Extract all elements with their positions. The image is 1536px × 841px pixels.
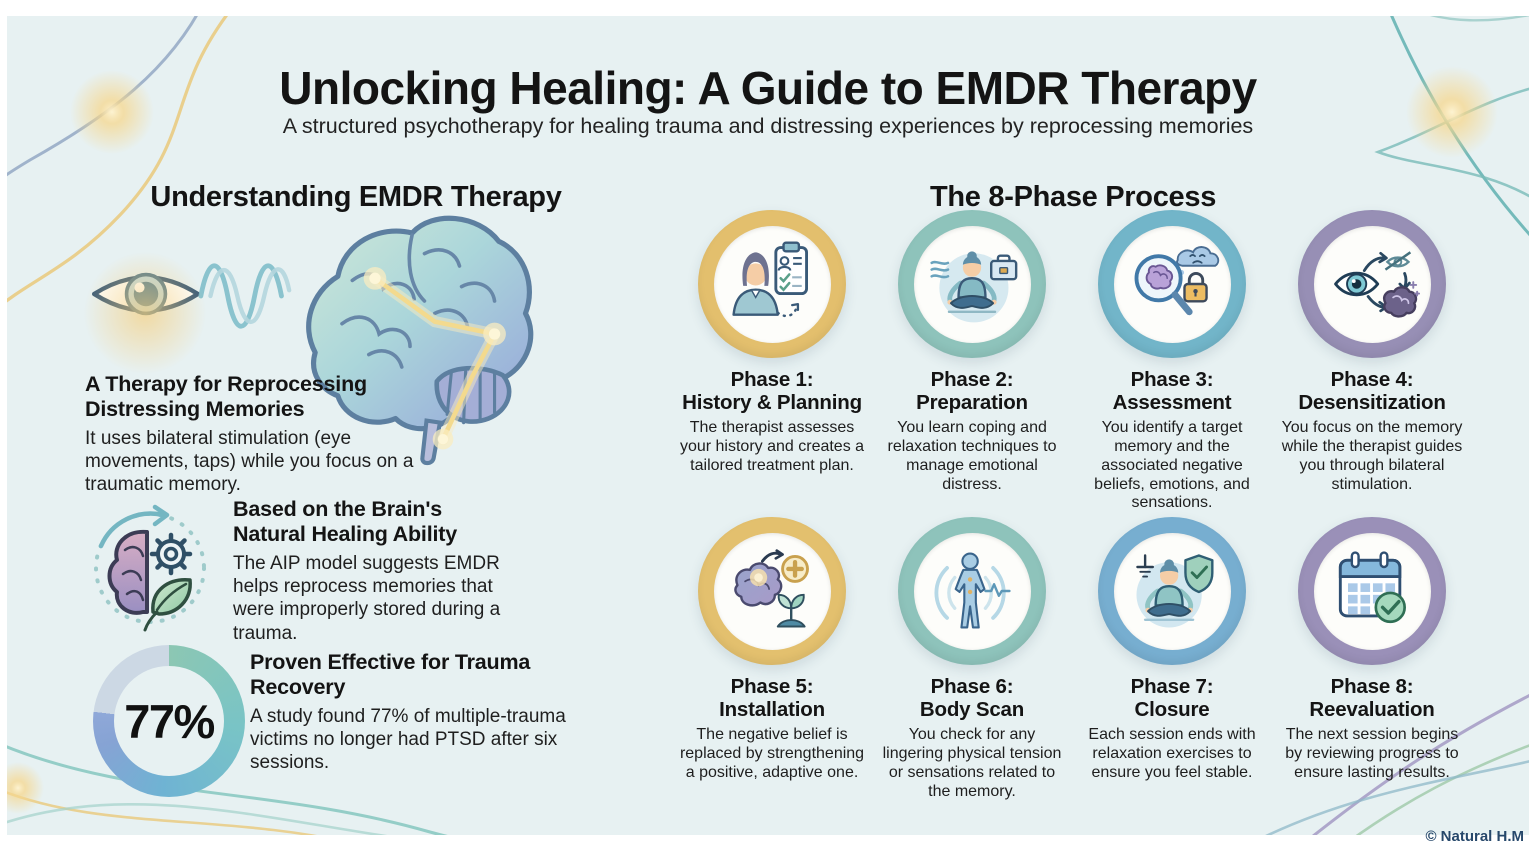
phase-1-description: The therapist assesses your history and …	[679, 418, 865, 474]
brain-plus-plant-icon	[734, 549, 809, 628]
phase-2-name: Preparation	[916, 390, 1028, 414]
stat-info-heading: Proven Effective for Trauma Recovery	[250, 650, 531, 699]
phase-8-label: Phase 8:	[1330, 675, 1414, 698]
phase-4-name: Desensitization	[1298, 390, 1446, 414]
stat-info-block: Proven Effective for Trauma Recovery A s…	[250, 650, 580, 775]
eye-arrows-brain-icon	[1334, 251, 1420, 318]
phase-7-ring	[1098, 517, 1246, 665]
phase-row-1: Phase 1: History & Planning The therapis…	[676, 210, 1468, 513]
page-title: Unlocking Healing: A Guide to EMDR Thera…	[279, 61, 1257, 114]
phase-1-name: History & Planning	[682, 390, 862, 414]
phase-5-description: The negative belief is replaced by stren…	[679, 725, 865, 781]
phase-4-description: You focus on the memory while the therap…	[1281, 418, 1463, 493]
aip-info-body: The AIP model suggests EMDR helps reproc…	[233, 553, 501, 644]
therapist-clipboard-icon	[732, 241, 808, 318]
phase-card-3: Phase 3: Assessment You identify a targe…	[1076, 210, 1268, 513]
page-subtitle: A structured psychotherapy for healing t…	[282, 113, 1254, 138]
phases-heading: The 8-Phase Process	[929, 181, 1217, 214]
phase-card-8: Phase 8: Reevaluation The next session b…	[1276, 517, 1468, 801]
phase-3-description: You identify a target memory and the ass…	[1094, 418, 1250, 512]
phase-5-inner	[713, 532, 831, 650]
stat-value: 77%	[124, 694, 215, 748]
phase-7-label: Phase 7:	[1130, 675, 1214, 698]
phase-8-description: The next session begins by reviewing pro…	[1285, 725, 1459, 781]
phase-8-name: Reevaluation	[1309, 697, 1435, 721]
calendar-check-icon	[1338, 551, 1406, 624]
phase-row-2: Phase 5: Installation The negative belie…	[676, 517, 1468, 801]
eye-icon	[92, 272, 200, 316]
brain-gear-leaf-icon	[94, 504, 206, 632]
phase-card-5: Phase 5: Installation The negative belie…	[676, 517, 868, 801]
meditation-shield-icon	[1136, 554, 1214, 628]
brain-illustration	[306, 215, 534, 466]
phase-1-ring	[698, 210, 846, 358]
aip-info-heading: Based on the Brain's Natural Healing Abi…	[233, 497, 457, 546]
phase-5-ring	[698, 517, 846, 665]
phase-6-label: Phase 6:	[930, 675, 1014, 698]
phase-7-inner	[1113, 532, 1231, 650]
phase-card-6: Phase 6: Body Scan You check for any lin…	[876, 517, 1068, 801]
stat-info-body: A study found 77% of multiple-trauma vic…	[250, 706, 566, 774]
phase-2-inner	[913, 225, 1031, 343]
watermark: © Natural H.M	[1425, 828, 1524, 841]
meditation-briefcase-icon	[930, 251, 1018, 323]
phase-6-inner	[913, 532, 1031, 650]
phase-3-label: Phase 3:	[1130, 368, 1214, 391]
phase-5-label: Phase 5:	[730, 675, 814, 698]
therapy-info-heading: A Therapy for Reprocessing Distressing M…	[85, 372, 367, 421]
phase-3-inner	[1113, 225, 1231, 343]
phase-5-name: Installation	[719, 697, 825, 721]
phase-8-inner	[1313, 532, 1431, 650]
therapy-info-block: A Therapy for Reprocessing Distressing M…	[85, 372, 415, 497]
body-scan-icon	[934, 552, 1011, 629]
phase-6-name: Body Scan	[919, 697, 1025, 721]
phase-card-1: Phase 1: History & Planning The therapis…	[676, 210, 868, 513]
phase-4-inner	[1313, 225, 1431, 343]
phase-card-7: Phase 7: Closure Each session ends with …	[1076, 517, 1268, 801]
phase-6-description: You check for any lingering physical ten…	[882, 725, 1062, 800]
understanding-heading: Understanding EMDR Therapy	[150, 181, 562, 214]
magnifier-brain-lock-icon	[1134, 246, 1220, 316]
phase-7-name: Closure	[1134, 697, 1210, 721]
phase-8-ring	[1298, 517, 1446, 665]
aip-info-block: Based on the Brain's Natural Healing Abi…	[233, 497, 500, 645]
phase-3-ring	[1098, 210, 1246, 358]
phase-2-description: You learn coping and relaxation techniqu…	[887, 418, 1057, 493]
percent-donut: 77%	[93, 645, 245, 797]
phase-7-description: Each session ends with relaxation exerci…	[1088, 725, 1256, 781]
therapy-info-body: It uses bilateral stimulation (eye movem…	[85, 428, 414, 496]
phase-2-label: Phase 2:	[930, 368, 1014, 391]
phase-1-label: Phase 1:	[730, 368, 814, 391]
phase-3-name: Assessment	[1112, 390, 1232, 414]
phase-4-ring	[1298, 210, 1446, 358]
phase-2-ring	[898, 210, 1046, 358]
phase-6-ring	[898, 517, 1046, 665]
phase-card-2: Phase 2: Preparation You learn coping an…	[876, 210, 1068, 513]
phase-1-inner	[713, 225, 831, 343]
phase-card-4: Phase 4: Desensitization You focus on th…	[1276, 210, 1468, 513]
phase-4-label: Phase 4:	[1330, 368, 1414, 391]
